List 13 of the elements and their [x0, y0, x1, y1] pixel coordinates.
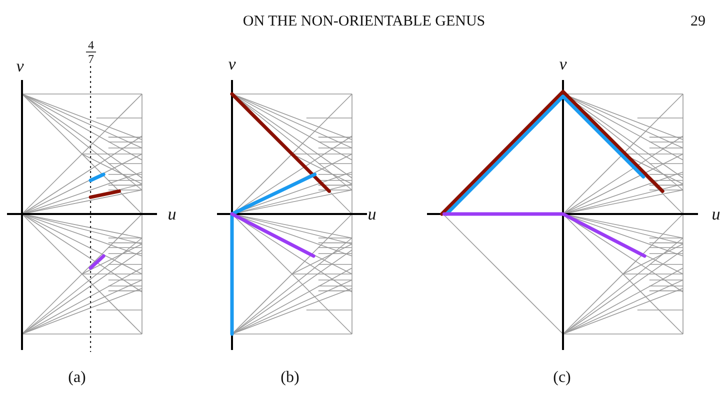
- fraction-denominator: 7: [88, 53, 94, 65]
- axis-label: u: [368, 206, 376, 222]
- axis-label: v: [559, 56, 567, 72]
- page-number: 29: [690, 14, 706, 30]
- panel-label: (c): [553, 370, 571, 386]
- axis-label: u: [168, 206, 176, 222]
- axis-label: v: [16, 58, 24, 74]
- axis-label: u: [712, 206, 720, 222]
- panel-label: (b): [280, 370, 300, 386]
- page-header: ON THE NON-ORIENTABLE GENUS: [242, 14, 486, 30]
- axis-label: v: [228, 56, 236, 72]
- panel-label: (a): [68, 370, 86, 386]
- fraction-numerator: 4: [88, 39, 94, 51]
